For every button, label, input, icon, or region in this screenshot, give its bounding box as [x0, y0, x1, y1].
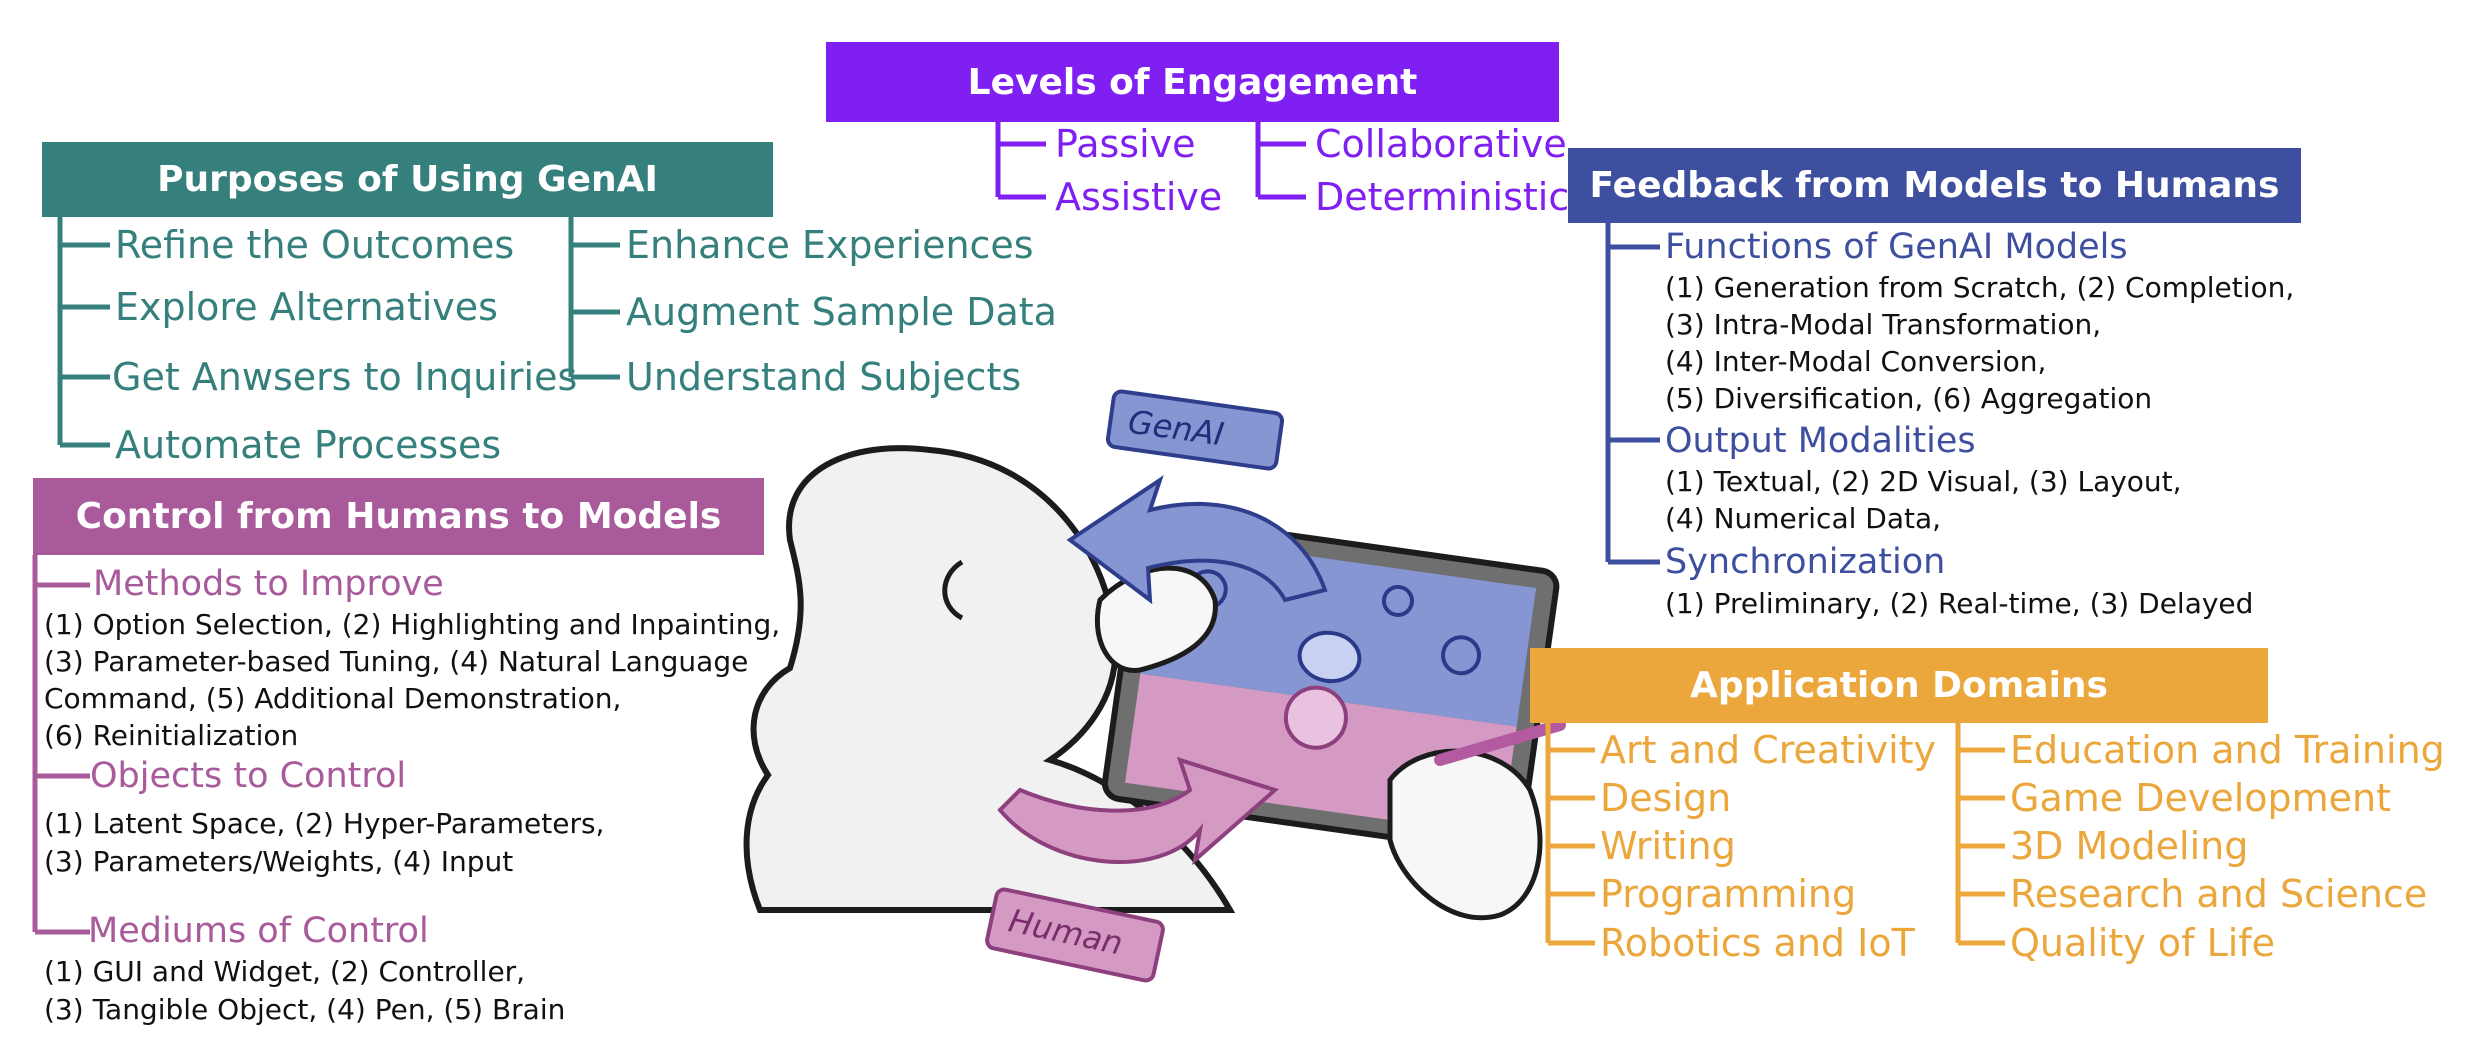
- control-objects-label: Objects to Control: [90, 756, 407, 796]
- purpose-item-enhance: Enhance Experiences: [626, 223, 1034, 267]
- domain-item-robotics: Robotics and IoT: [1600, 921, 1915, 965]
- domain-item-game: Game Development: [2010, 776, 2392, 820]
- feedback-modalities-line: (4) Numerical Data,: [1665, 502, 1942, 535]
- feedback-modalities-line: (1) Textual, (2) 2D Visual, (3) Layout,: [1665, 465, 2182, 498]
- feedback-sync-label: Synchronization: [1665, 542, 1946, 582]
- purpose-item-augment: Augment Sample Data: [626, 290, 1057, 334]
- control-tree-lines: [32, 555, 90, 935]
- control-mediums-line: (1) GUI and Widget, (2) Controller,: [44, 955, 526, 988]
- pen-icon: [1434, 719, 1566, 766]
- control-methods-line: Command, (5) Additional Demonstration,: [44, 682, 622, 715]
- purpose-header: Purposes of Using GenAI: [42, 142, 773, 217]
- domains-tree-lines: [1545, 723, 2005, 946]
- feedback-functions-line: (3) Intra-Modal Transformation,: [1665, 308, 2102, 341]
- engagement-tree-lines: [995, 122, 1306, 200]
- domains-header: Application Domains: [1530, 648, 2268, 723]
- purpose-item-answers: Get Anwsers to Inquiries: [112, 355, 578, 399]
- character-body-icon: [1283, 685, 1348, 750]
- genai-tag: [1105, 389, 1285, 471]
- feedback-functions-label: Functions of GenAI Models: [1665, 227, 2128, 267]
- human-tag: [985, 887, 1165, 983]
- feedback-header: Feedback from Models to Humans: [1568, 148, 2301, 223]
- domain-item-art: Art and Creativity: [1600, 728, 1937, 772]
- control-methods-line: (3) Parameter-based Tuning, (4) Natural …: [44, 645, 749, 678]
- purpose-item-automate: Automate Processes: [115, 423, 502, 467]
- control-objects-line: (3) Parameters/Weights, (4) Input: [44, 845, 514, 878]
- person-ear: [942, 559, 964, 621]
- control-mediums-line: (3) Tangible Object, (4) Pen, (5) Brain: [44, 993, 566, 1026]
- left-hand: [1094, 565, 1218, 673]
- domain-item-quality: Quality of Life: [2010, 921, 2276, 965]
- domain-item-writing: Writing: [1600, 824, 1736, 868]
- domain-item-design: Design: [1600, 776, 1732, 820]
- engagement-collaborative: Collaborative: [1315, 122, 1567, 166]
- sun-icon: [1381, 584, 1414, 617]
- control-methods-label: Methods to Improve: [93, 564, 444, 604]
- domain-item-3d: 3D Modeling: [2010, 824, 2249, 868]
- feedback-modalities-label: Output Modalities: [1665, 421, 1976, 461]
- domain-item-research: Research and Science: [2010, 872, 2428, 916]
- purpose-tree-lines: [57, 217, 620, 448]
- engagement-assistive: Assistive: [1055, 175, 1223, 219]
- domain-item-education: Education and Training: [2010, 728, 2445, 772]
- purpose-item-understand: Understand Subjects: [626, 355, 1022, 399]
- feedback-functions-line: (5) Diversification, (6) Aggregation: [1665, 382, 2153, 415]
- engagement-deterministic: Deterministic: [1315, 175, 1570, 219]
- engagement-passive: Passive: [1055, 122, 1196, 166]
- control-methods-line: (6) Reinitialization: [44, 719, 299, 752]
- control-mediums-label: Mediums of Control: [88, 911, 429, 951]
- feedback-tree-lines: [1605, 223, 1660, 565]
- feedback-functions-line: (4) Inter-Modal Conversion,: [1665, 345, 2047, 378]
- character-head-icon: [1297, 630, 1362, 684]
- control-methods-line: (1) Option Selection, (2) Highlighting a…: [44, 608, 781, 641]
- purpose-item-refine: Refine the Outcomes: [115, 223, 515, 267]
- tablet-screen-top: [1140, 535, 1537, 727]
- control-header: Control from Humans to Models: [33, 478, 764, 555]
- domain-item-programming: Programming: [1600, 872, 1857, 916]
- tree-icon-2: [1441, 635, 1482, 676]
- feedback-sync-line: (1) Preliminary, (2) Real-time, (3) Dela…: [1665, 587, 2254, 620]
- right-hand: [1387, 748, 1543, 921]
- human-arrow: [997, 756, 1279, 866]
- purpose-item-explore: Explore Alternatives: [115, 285, 498, 329]
- feedback-functions-line: (1) Generation from Scratch, (2) Complet…: [1665, 271, 2295, 304]
- control-objects-line: (1) Latent Space, (2) Hyper-Parameters,: [44, 807, 605, 840]
- genai-arrow: [1066, 475, 1328, 605]
- engagement-header: Levels of Engagement: [826, 42, 1559, 122]
